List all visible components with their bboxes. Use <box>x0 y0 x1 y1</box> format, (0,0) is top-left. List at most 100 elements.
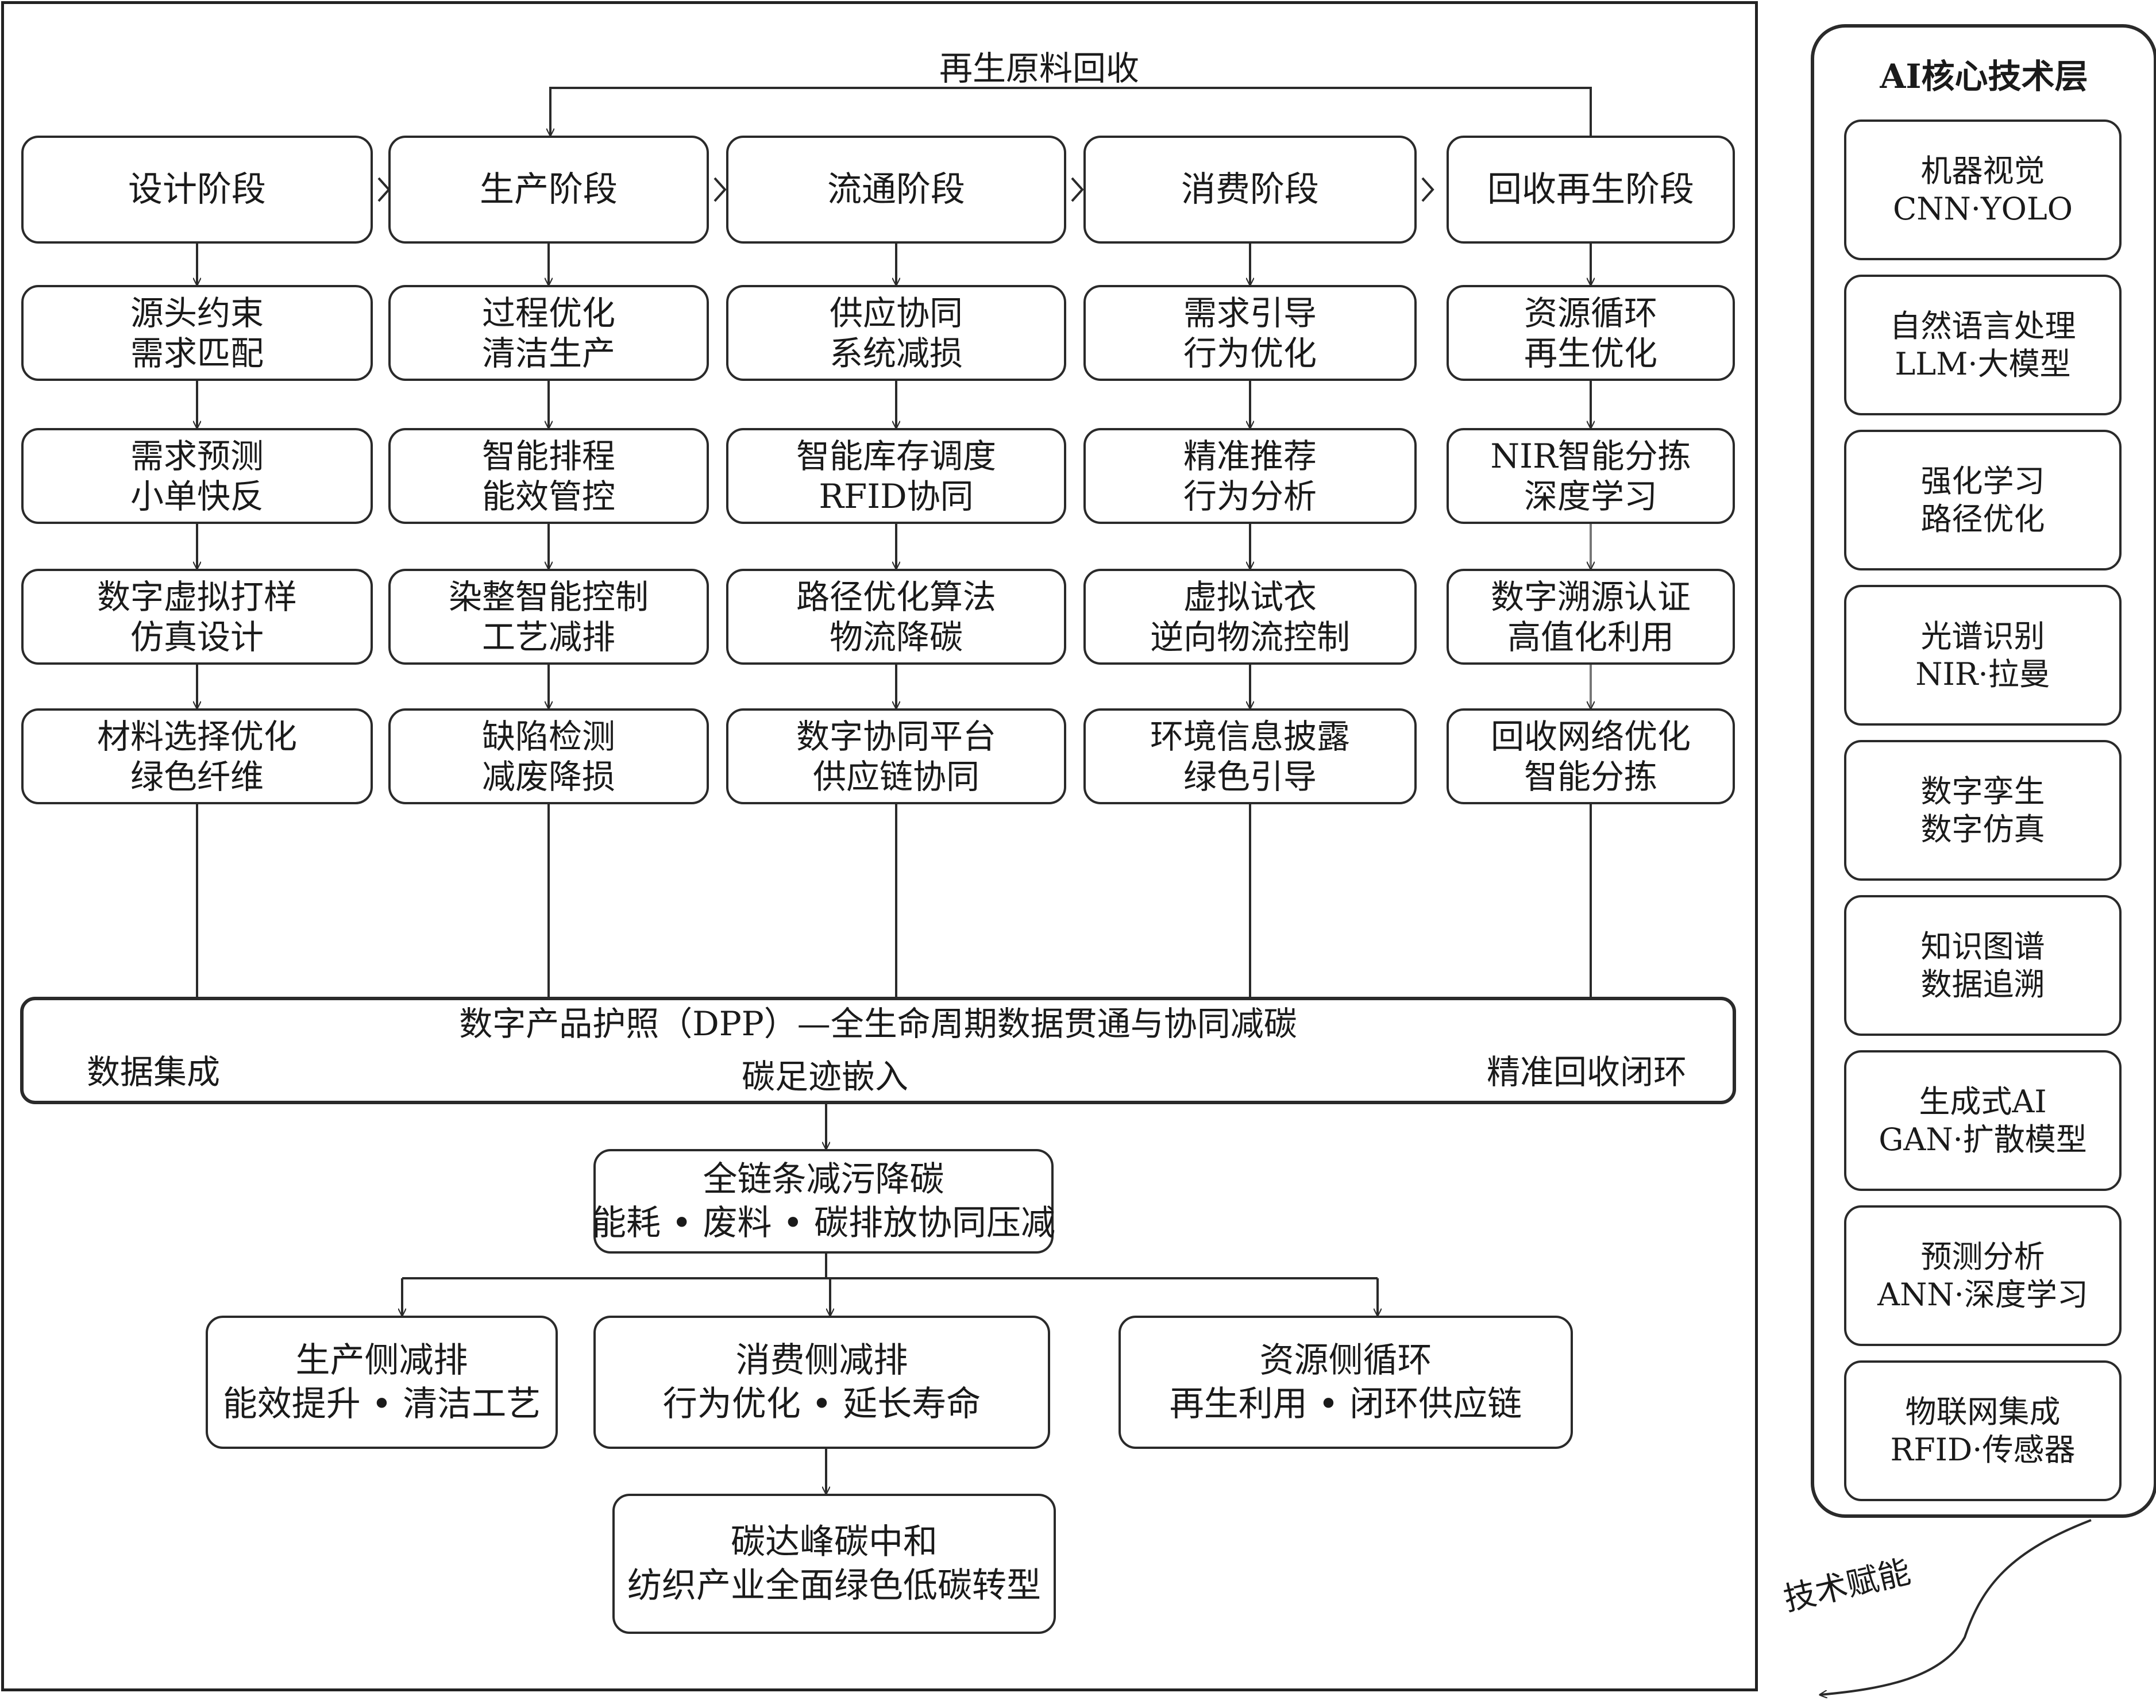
step-box: 数字溯源认证高值化利用 <box>1447 569 1735 665</box>
step-box: 回收网络优化智能分拣 <box>1447 708 1735 804</box>
ai-tech-name: 机器视觉 <box>1920 152 2045 189</box>
arrow <box>550 87 1592 136</box>
final-box: 碳达峰碳中和 纺织产业全面绿色低碳转型 <box>612 1494 1056 1634</box>
side-line2: 再生利用 • 闭环供应链 <box>1169 1384 1522 1424</box>
step-box: 路径优化算法物流降碳 <box>726 569 1066 665</box>
ai-tech-box: 强化学习路径优化 <box>1844 430 2122 570</box>
step-line: 物流降碳 <box>829 617 963 657</box>
side-line1: 资源侧循环 <box>1259 1340 1432 1381</box>
ai-tech-detail: 数据追溯 <box>1920 966 2045 1003</box>
main-frame <box>1 1 1758 1691</box>
final-line1: 碳达峰碳中和 <box>731 1522 938 1562</box>
ai-tech-detail: 数字仿真 <box>1920 811 2045 847</box>
step-line: 缺陷检测 <box>481 716 615 756</box>
stage-label: 生产阶段 <box>480 169 618 210</box>
step-box: 虚拟试衣逆向物流控制 <box>1083 569 1417 665</box>
step-box: 资源循环再生优化 <box>1447 285 1735 381</box>
step-line: 供应链协同 <box>812 757 979 796</box>
step-box: 供应协同系统减损 <box>726 285 1066 381</box>
ai-tech-name: 数字孪生 <box>1920 773 2045 809</box>
dpp-right-label: 精准回收闭环 <box>1486 1052 1687 1092</box>
dpp-center-label: 碳足迹嵌入 <box>742 1057 909 1096</box>
step-line: 虚拟试衣 <box>1183 577 1317 616</box>
step-line: 清洁生产 <box>481 333 615 373</box>
step-line: 逆向物流控制 <box>1150 617 1350 657</box>
ai-tech-name: 生成式AI <box>1919 1083 2047 1120</box>
step-line: 数字溯源认证 <box>1490 577 1691 616</box>
dpp-box: 数字产品护照（DPP）—全生命周期数据贯通与协同减碳 数据集成 碳足迹嵌入 精准… <box>20 997 1736 1104</box>
step-line: 小单快反 <box>130 476 264 516</box>
step-line: 工艺减排 <box>481 617 615 657</box>
step-line: 过程优化 <box>481 293 615 333</box>
step-line: 行为分析 <box>1183 476 1317 516</box>
ai-tech-detail: 路径优化 <box>1920 500 2045 537</box>
connector-line <box>1421 177 1434 202</box>
step-line: 智能分拣 <box>1524 757 1657 796</box>
stage-box: 生产阶段 <box>388 136 709 244</box>
arrow <box>1820 1519 2092 1695</box>
step-box: 过程优化清洁生产 <box>388 285 709 381</box>
ai-tech-name: 自然语言处理 <box>1889 307 2076 344</box>
step-box: 需求引导行为优化 <box>1083 285 1417 381</box>
step-line: NIR智能分拣 <box>1490 436 1691 476</box>
side-box-consumption: 消费侧减排 行为优化 • 延长寿命 <box>593 1316 1050 1449</box>
ai-tech-name: 知识图谱 <box>1920 928 2045 965</box>
dpp-title: 数字产品护照（DPP）—全生命周期数据贯通与协同减碳 <box>459 1004 1297 1043</box>
recycle-label: 再生原料回收 <box>939 49 1140 88</box>
ai-tech-detail: ANN·深度学习 <box>1877 1276 2088 1313</box>
step-line: 减废降损 <box>481 757 615 796</box>
step-line: 供应协同 <box>829 293 963 333</box>
chain-line2: 能耗 • 废料 • 碳排放协同压减 <box>591 1203 1056 1243</box>
step-line: 智能库存调度 <box>796 436 996 476</box>
step-line: 源头约束 <box>130 293 264 333</box>
ai-tech-detail: RFID·传感器 <box>1890 1431 2076 1468</box>
side-line1: 消费侧减排 <box>735 1340 908 1381</box>
step-line: 绿色纤维 <box>130 757 264 796</box>
ai-tech-name: 预测分析 <box>1920 1238 2045 1275</box>
side-box-resource: 资源侧循环 再生利用 • 闭环供应链 <box>1119 1316 1573 1449</box>
chain-line1: 全链条减污降碳 <box>703 1159 944 1200</box>
step-line: 染整智能控制 <box>448 577 649 616</box>
side-line2: 能效提升 • 清洁工艺 <box>222 1384 541 1424</box>
step-line: 需求匹配 <box>130 333 264 373</box>
step-line: 需求预测 <box>130 436 264 476</box>
stage-label: 设计阶段 <box>128 169 266 210</box>
ai-tech-detail: NIR·拉曼 <box>1915 656 2050 692</box>
stage-label: 流通阶段 <box>827 169 965 210</box>
step-line: 需求引导 <box>1183 293 1317 333</box>
step-line: 行为优化 <box>1183 333 1317 373</box>
step-line: 再生优化 <box>1524 333 1657 373</box>
side-line2: 行为优化 • 延长寿命 <box>662 1384 981 1424</box>
step-box: 数字协同平台供应链协同 <box>726 708 1066 804</box>
dpp-left-label: 数据集成 <box>87 1052 221 1092</box>
step-line: 仿真设计 <box>130 617 264 657</box>
connector-line <box>713 177 727 202</box>
step-line: 回收网络优化 <box>1490 716 1691 756</box>
step-box: 染整智能控制工艺减排 <box>388 569 709 665</box>
step-line: 数字协同平台 <box>796 716 996 756</box>
step-line: 系统减损 <box>829 333 963 373</box>
step-box: 需求预测小单快反 <box>21 428 373 524</box>
step-box: 材料选择优化绿色纤维 <box>21 708 373 804</box>
ai-tech-box: 知识图谱数据追溯 <box>1844 895 2122 1036</box>
step-box: 源头约束需求匹配 <box>21 285 373 381</box>
step-box: 精准推荐行为分析 <box>1083 428 1417 524</box>
step-box: 环境信息披露绿色引导 <box>1083 708 1417 804</box>
step-line: 环境信息披露 <box>1150 716 1350 756</box>
chain-box: 全链条减污降碳 能耗 • 废料 • 碳排放协同压减 <box>591 1149 1056 1254</box>
ai-layer-title: AI核心技术层 <box>1880 57 2088 96</box>
stage-label: 回收再生阶段 <box>1487 169 1694 210</box>
step-line: 资源循环 <box>1524 293 1657 333</box>
ai-tech-detail: LLM·大模型 <box>1895 345 2071 382</box>
connector-line <box>1071 177 1084 202</box>
step-box: 数字虚拟打样仿真设计 <box>21 569 373 665</box>
side-box-production: 生产侧减排 能效提升 • 清洁工艺 <box>206 1316 558 1449</box>
step-line: 能效管控 <box>481 476 615 516</box>
stage-box: 设计阶段 <box>21 136 373 244</box>
